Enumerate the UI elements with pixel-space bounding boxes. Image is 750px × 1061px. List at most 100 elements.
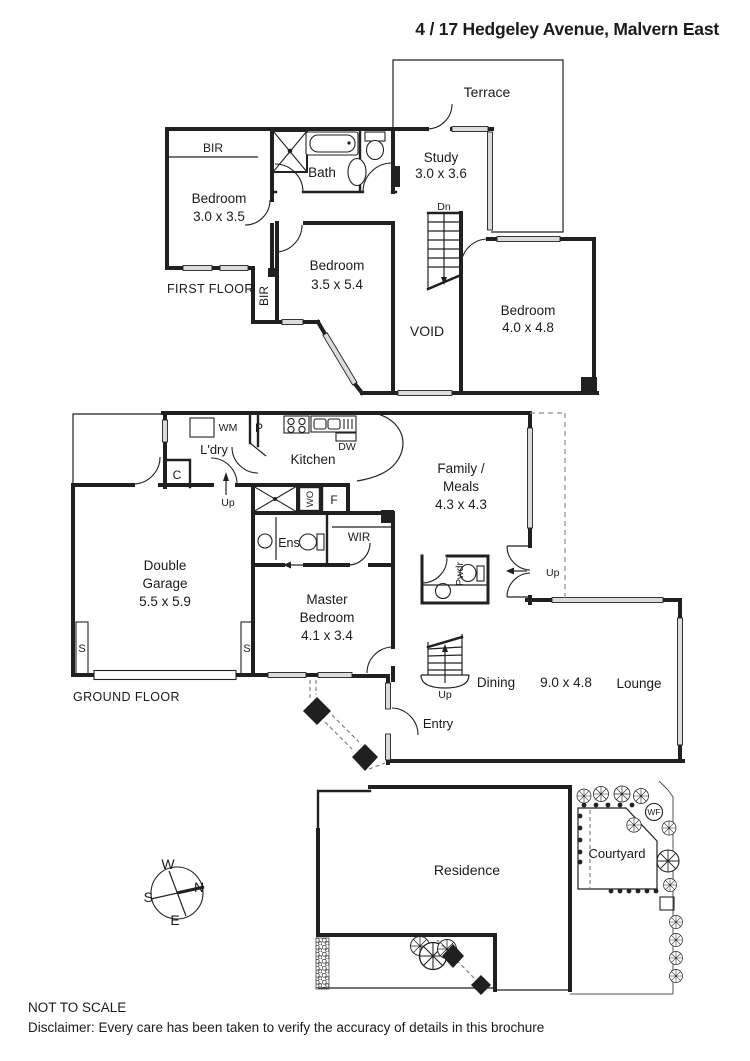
label-up-stairs: Up bbox=[438, 689, 452, 701]
kitchen-bench-curve bbox=[356, 412, 404, 482]
rear-pergola bbox=[436, 939, 491, 995]
label-up-doors: Up bbox=[546, 567, 560, 579]
powder-basin-icon bbox=[434, 582, 452, 600]
compass: W N S E bbox=[144, 856, 205, 928]
label-dn: Dn bbox=[437, 201, 451, 213]
compass-e: E bbox=[170, 912, 179, 928]
label-living-dims: 9.0 x 4.8 bbox=[540, 675, 592, 690]
door-arc-bedroom2 bbox=[274, 224, 303, 253]
door-arc-powder bbox=[421, 557, 448, 584]
compass-n: N bbox=[194, 879, 204, 895]
door-arc-hall bbox=[210, 457, 238, 485]
dishwasher-icon bbox=[335, 432, 357, 442]
property-boundary bbox=[570, 780, 674, 995]
ensuite-shower-icon bbox=[252, 485, 298, 513]
powder-room-walls bbox=[420, 554, 490, 605]
label-garage-2: Garage bbox=[142, 576, 187, 591]
label-void: VOID bbox=[410, 323, 444, 339]
label-bedroom2-dims: 3.5 x 5.4 bbox=[311, 277, 363, 292]
site-square bbox=[659, 896, 675, 911]
label-storage-left: S bbox=[78, 643, 85, 655]
residence-notch bbox=[316, 789, 372, 832]
page-title: 4 / 17 Hedgeley Avenue, Malvern East bbox=[415, 19, 719, 39]
label-bedroom3-dims: 4.0 x 4.8 bbox=[502, 320, 554, 335]
storage-right-box bbox=[240, 621, 254, 675]
first-floor-plan: Terrace BIR Bedroom 3.0 x 3.5 Bath Study… bbox=[165, 59, 599, 396]
label-courtyard: Courtyard bbox=[588, 846, 645, 861]
label-bir-closet: BIR bbox=[257, 286, 271, 306]
label-cupboard: C bbox=[173, 468, 182, 482]
post-diamond bbox=[352, 744, 378, 771]
label-laundry: L'dry bbox=[200, 442, 228, 457]
label-bedroom1: Bedroom bbox=[192, 191, 247, 206]
entry-pergola bbox=[303, 680, 386, 771]
label-bedroom2: Bedroom bbox=[310, 258, 365, 273]
door-arc-bedroom3 bbox=[460, 238, 489, 267]
water-feature: WF bbox=[644, 802, 664, 822]
door-arc-master bbox=[366, 646, 394, 674]
label-master-dims: 4.1 x 3.4 bbox=[301, 628, 353, 643]
label-first-floor: FIRST FLOOR bbox=[167, 282, 254, 296]
shower-icon bbox=[272, 130, 308, 173]
label-wf: WF bbox=[647, 807, 660, 817]
label-wir: WIR bbox=[348, 532, 370, 544]
label-master-2: Bedroom bbox=[300, 610, 355, 625]
sink-icon bbox=[310, 415, 357, 433]
label-terrace: Terrace bbox=[464, 84, 511, 100]
stairs-up bbox=[420, 634, 470, 689]
label-bedroom3: Bedroom bbox=[501, 303, 556, 318]
label-garage-dims: 5.5 x 5.9 bbox=[139, 594, 191, 609]
garden-strip bbox=[315, 937, 330, 990]
ensuite-toilet-icon bbox=[298, 533, 325, 551]
label-storage-right: S bbox=[243, 643, 250, 655]
door-arc-wc bbox=[362, 162, 393, 193]
compass-needle bbox=[176, 885, 205, 895]
label-kitchen: Kitchen bbox=[290, 452, 335, 467]
label-bir-robe: BIR bbox=[203, 141, 223, 155]
label-residence: Residence bbox=[434, 862, 500, 878]
toilet-icon bbox=[364, 131, 386, 161]
washing-machine-icon bbox=[189, 417, 215, 438]
label-study-dims: 3.0 x 3.6 bbox=[415, 166, 467, 181]
disclaimer: Disclaimer: Every care has been taken to… bbox=[28, 1020, 544, 1035]
wall-oven-box bbox=[297, 485, 322, 513]
cooktop-icon bbox=[283, 415, 310, 434]
bathtub-icon bbox=[305, 131, 359, 156]
garden-edging-dots bbox=[577, 802, 659, 894]
scale-note: NOT TO SCALE bbox=[28, 1000, 126, 1015]
label-family-1: Family / bbox=[437, 461, 484, 476]
ensuite-basin-icon bbox=[257, 533, 273, 549]
site-plan: WF Residence Courtyard bbox=[315, 780, 683, 995]
french-doors bbox=[506, 545, 531, 598]
footer: NOT TO SCALE Disclaimer: Every care has … bbox=[28, 1000, 544, 1035]
label-ground-floor: GROUND FLOOR bbox=[73, 690, 180, 704]
label-fridge: F bbox=[330, 493, 337, 507]
label-bath: Bath bbox=[308, 165, 336, 180]
basin-icon bbox=[347, 157, 367, 187]
door-arc-bedroom1 bbox=[244, 199, 271, 226]
label-ensuite: Ens bbox=[278, 536, 300, 550]
label-entry: Entry bbox=[423, 716, 454, 731]
storage-left-box bbox=[75, 621, 89, 675]
label-family-2: Meals bbox=[443, 479, 479, 494]
label-dining: Dining bbox=[477, 675, 515, 690]
compass-s: S bbox=[144, 889, 153, 905]
label-study: Study bbox=[424, 150, 459, 165]
door-arc-entry bbox=[391, 707, 419, 736]
label-powder: Pwdr bbox=[454, 562, 466, 586]
label-dw: DW bbox=[338, 441, 356, 453]
garage-steps-up bbox=[223, 472, 229, 495]
post-diamond bbox=[303, 697, 331, 725]
garage-door bbox=[93, 669, 237, 681]
door-arc-garage bbox=[132, 456, 161, 485]
label-garage-1: Double bbox=[144, 558, 187, 573]
door-arc-laundry bbox=[231, 446, 259, 474]
label-family-dims: 4.3 x 4.3 bbox=[435, 497, 487, 512]
stairs-down bbox=[426, 211, 463, 291]
label-bedroom1-dims: 3.0 x 3.5 bbox=[193, 209, 245, 224]
compass-w: W bbox=[161, 856, 175, 872]
powder-toilet-icon bbox=[459, 563, 485, 583]
label-master-1: Master bbox=[306, 592, 348, 607]
door-arc-bath bbox=[274, 163, 304, 193]
